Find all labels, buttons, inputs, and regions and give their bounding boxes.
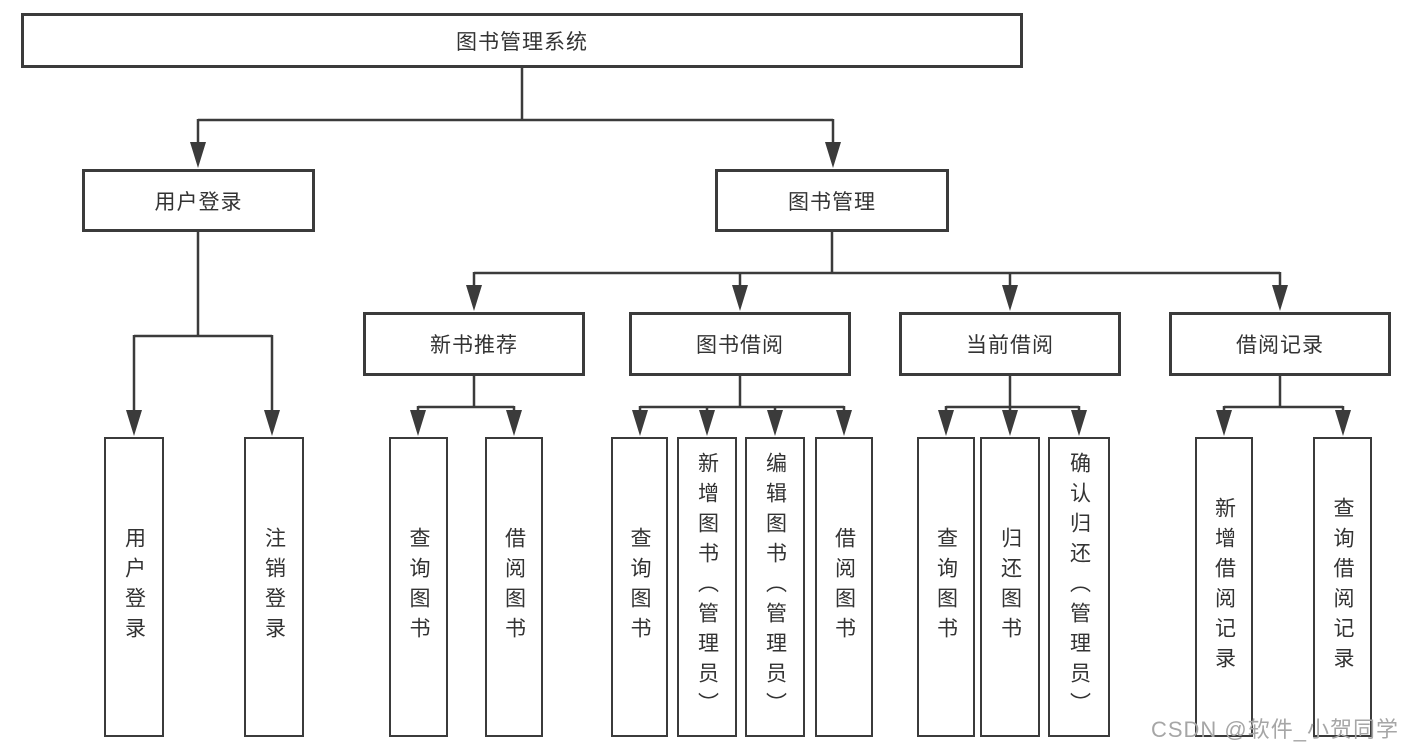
node-borrowing-records: 借阅记录 xyxy=(1169,312,1391,376)
node-label: 借阅记录 xyxy=(1236,334,1324,357)
leaf-search-books: 查询图书 xyxy=(389,437,448,737)
node-new-book-recommendation: 新书推荐 xyxy=(363,312,585,376)
leaf-add-books-admin: 新增图书（管理员） xyxy=(677,437,737,737)
leaf-borrow-books: 借阅图书 xyxy=(485,437,543,737)
leaf-confirm-return-admin: 确认归还（管理员） xyxy=(1048,437,1110,737)
node-label: 查询图书 xyxy=(407,527,430,647)
node-label: 编辑图书（管理员） xyxy=(763,452,787,722)
node-label: 查询借阅记录 xyxy=(1331,497,1354,677)
node-book-management: 图书管理 xyxy=(715,169,949,232)
leaf-return-books: 归还图书 xyxy=(980,437,1040,737)
node-book-borrowing: 图书借阅 xyxy=(629,312,851,376)
leaf-user-login: 用户登录 xyxy=(104,437,164,737)
node-user-login: 用户登录 xyxy=(82,169,315,232)
node-label: 查询图书 xyxy=(934,527,958,647)
node-label: 用户登录 xyxy=(122,527,146,647)
node-label: 新增图书（管理员） xyxy=(695,452,719,722)
node-label: 图书借阅 xyxy=(696,334,784,357)
leaf-search-books: 查询图书 xyxy=(917,437,975,737)
node-label: 新增借阅记录 xyxy=(1212,497,1236,677)
leaf-logout: 注销登录 xyxy=(244,437,304,737)
leaf-add-borrow-record: 新增借阅记录 xyxy=(1195,437,1253,737)
leaf-search-borrow-record: 查询借阅记录 xyxy=(1313,437,1372,737)
node-label: 新书推荐 xyxy=(430,334,518,357)
node-label: 确认归还（管理员） xyxy=(1067,452,1091,722)
node-label: 当前借阅 xyxy=(966,334,1054,357)
leaf-edit-books-admin: 编辑图书（管理员） xyxy=(745,437,805,737)
node-label: 借阅图书 xyxy=(832,527,856,647)
node-label: 图书管理 xyxy=(788,190,876,214)
node-label: 归还图书 xyxy=(998,527,1022,647)
leaf-borrow-books: 借阅图书 xyxy=(815,437,873,737)
watermark: CSDN @软件_小贺同学 xyxy=(1150,717,1399,742)
node-library-management-system: 图书管理系统 xyxy=(21,13,1023,68)
node-current-borrowing: 当前借阅 xyxy=(899,312,1121,376)
node-label: 注销登录 xyxy=(262,527,286,647)
node-label: 用户登录 xyxy=(154,190,243,214)
leaf-search-books: 查询图书 xyxy=(611,437,668,737)
node-label: 查询图书 xyxy=(628,527,651,647)
node-label: 图书管理系统 xyxy=(456,30,588,54)
node-label: 借阅图书 xyxy=(502,527,526,647)
